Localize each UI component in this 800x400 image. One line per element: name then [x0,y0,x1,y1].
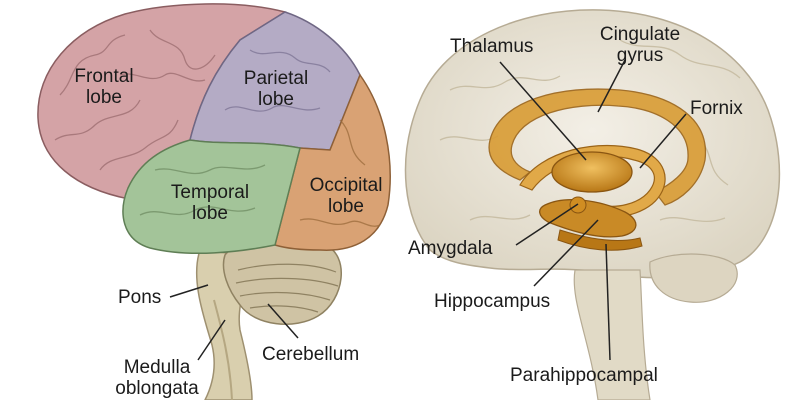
thalamus-label: Thalamus [450,36,534,57]
cingulate-leader [597,59,626,113]
hippocampus-shape [539,199,637,238]
translucent-brain [404,9,781,279]
amygdala-label: Amygdala [408,238,493,259]
occipital-lobe-shape [274,73,391,251]
parietal-lobe-label: Parietal lobe [243,68,309,110]
thalamus-leader [499,61,587,161]
parahippocampal-label: Parahippocampal [510,365,658,386]
pons-label: Pons [118,287,162,308]
pons-leader [169,284,209,298]
cingulate-gyrus-shape [488,88,707,206]
ghost-brainstem [573,269,651,400]
thalamus-shape [551,151,633,193]
hippocampus-leader [533,219,599,287]
fornix-leader [639,113,687,169]
amygdala-shape [569,196,587,214]
temporal-lobe-label: Temporal lobe [170,182,250,224]
parahippocampal-leader [605,243,611,361]
medulla-oblongata-label: Medulla oblongata [115,357,199,399]
fornix-label: Fornix [690,98,743,119]
cerebellum-label: Cerebellum [262,344,360,365]
ghost-cerebellum [649,253,738,303]
medulla-leader [197,319,226,361]
occipital-lobe-label: Occipital lobe [309,175,383,217]
cingulate-gyrus-label: Cingulate gyrus [599,24,681,66]
amygdala-leader [515,203,579,246]
parahippocampal-shape [557,229,643,251]
frontal-lobe-label: Frontal lobe [74,66,134,108]
hippocampus-label: Hippocampus [434,291,551,312]
cerebellum-leader [267,303,299,339]
